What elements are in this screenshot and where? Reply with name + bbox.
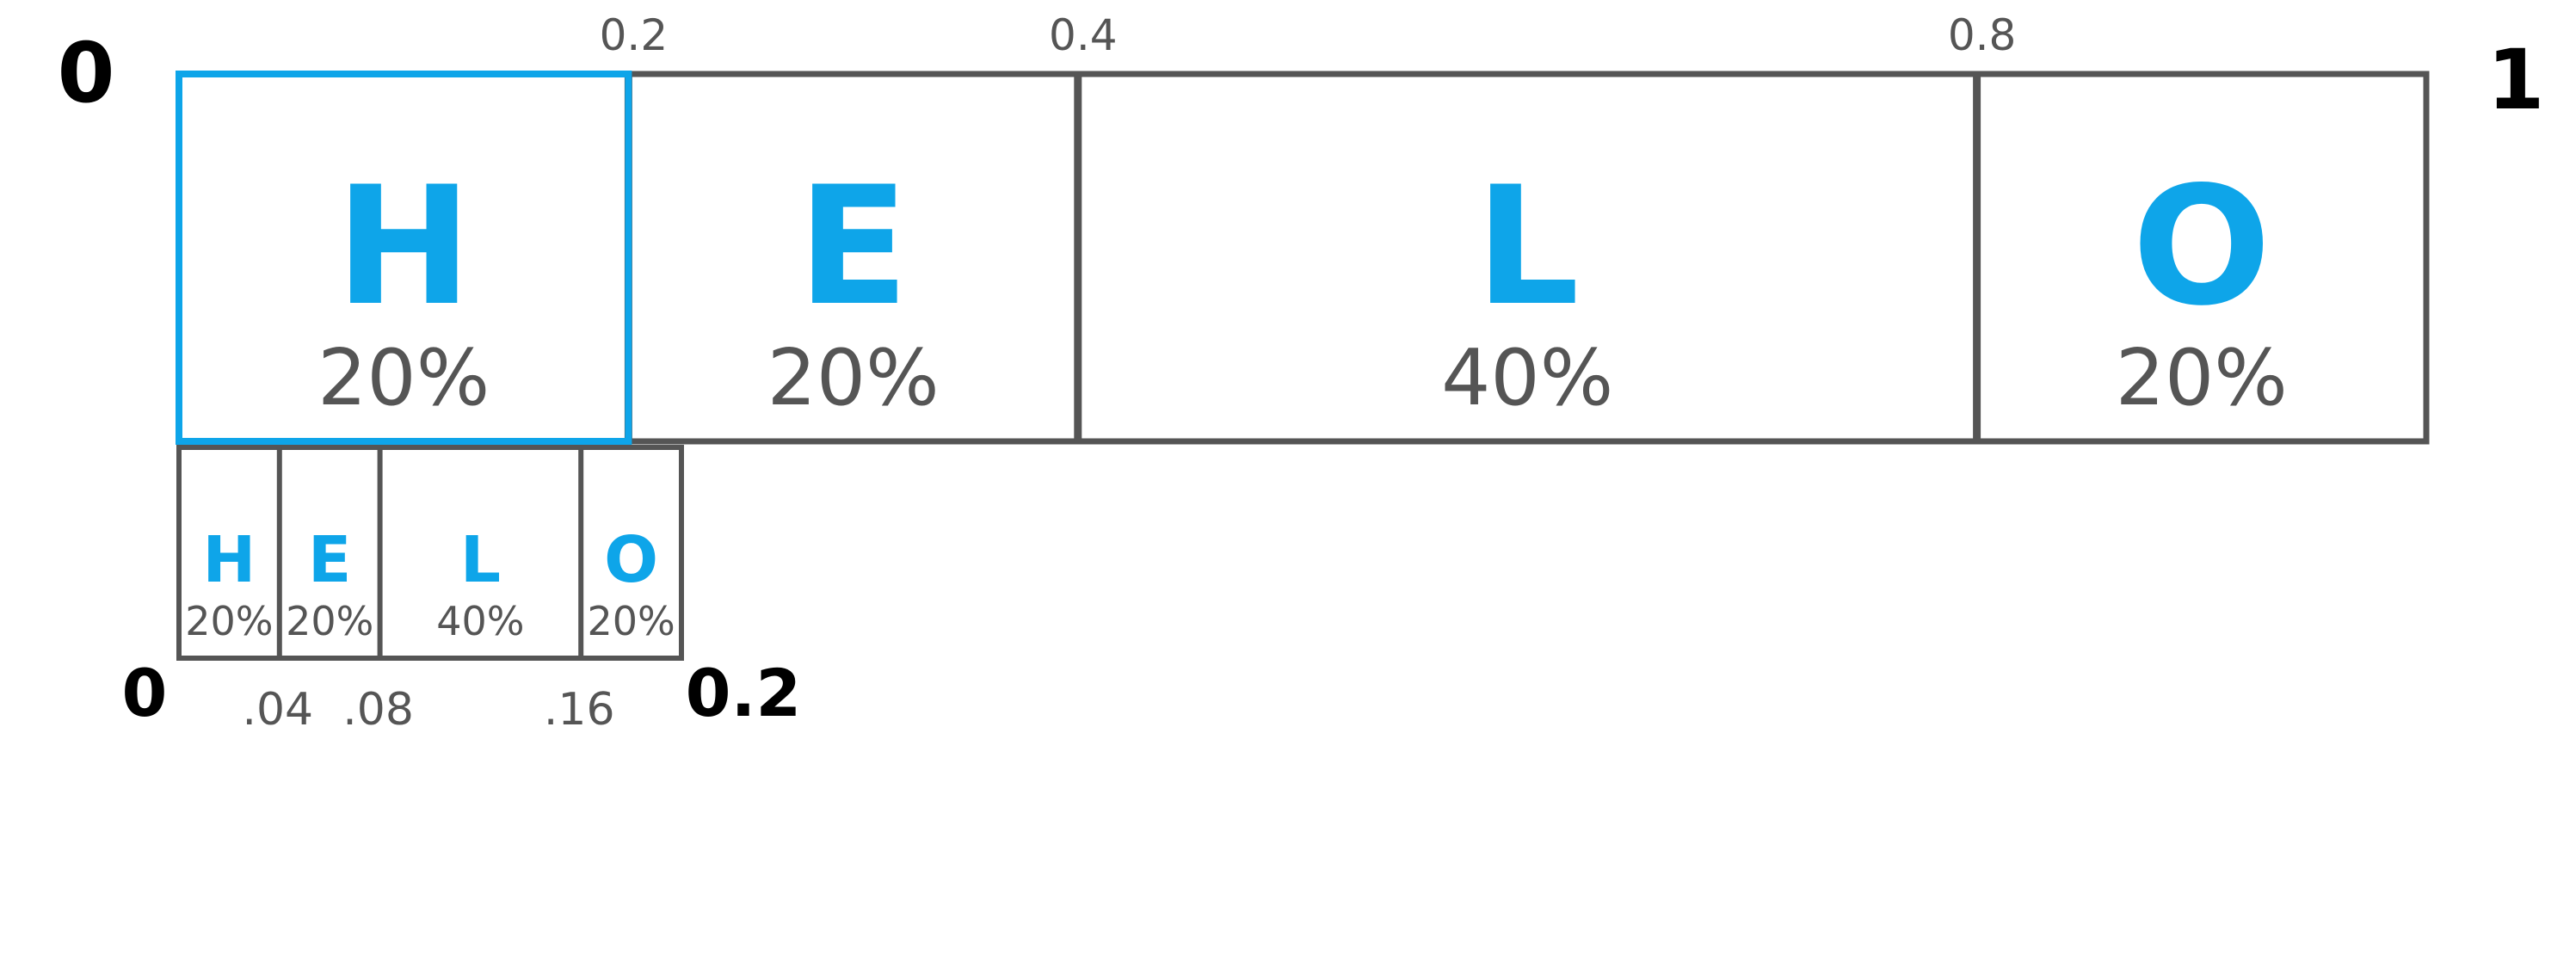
bottom-segment-symbol: E (308, 523, 352, 597)
bottom-interval-frame (176, 445, 684, 661)
top-segment-symbol: H (336, 151, 472, 342)
top-segment-symbol: E (798, 151, 909, 342)
top-highlight-frame (176, 71, 632, 445)
bottom-end-label: 0.2 (686, 655, 802, 731)
bottom-segment-percent: 40% (436, 598, 524, 644)
bottom-segment-percent: 20% (286, 598, 373, 644)
bottom-segment-symbol: L (460, 523, 501, 597)
top-segment-percent: 20% (317, 333, 490, 423)
top-segment-percent: 20% (767, 333, 940, 423)
top-segment-percent: 20% (2116, 333, 2288, 423)
top-start-label: 0 (58, 25, 115, 121)
top-segment-percent: 40% (1441, 333, 1613, 423)
top-boundary-label: 0.2 (600, 10, 669, 60)
bottom-segment-symbol: O (604, 523, 658, 597)
top-end-label: 1 (2487, 32, 2545, 128)
bottom-start-label: 0 (122, 655, 168, 731)
top-segment-symbol: L (1476, 151, 1580, 342)
bottom-boundary-label: .08 (342, 684, 414, 736)
top-interval-frame (176, 71, 2430, 445)
bottom-boundary-label: .16 (544, 684, 615, 736)
top-boundary-label: 0.4 (1049, 10, 1118, 60)
top-segment-symbol: O (2132, 151, 2271, 342)
bottom-segment-symbol: H (202, 523, 256, 597)
bottom-boundary-label: .04 (242, 684, 313, 736)
top-boundary-label: 0.8 (1948, 10, 2017, 60)
bottom-segment-percent: 20% (587, 598, 675, 644)
bottom-segment-percent: 20% (185, 598, 273, 644)
